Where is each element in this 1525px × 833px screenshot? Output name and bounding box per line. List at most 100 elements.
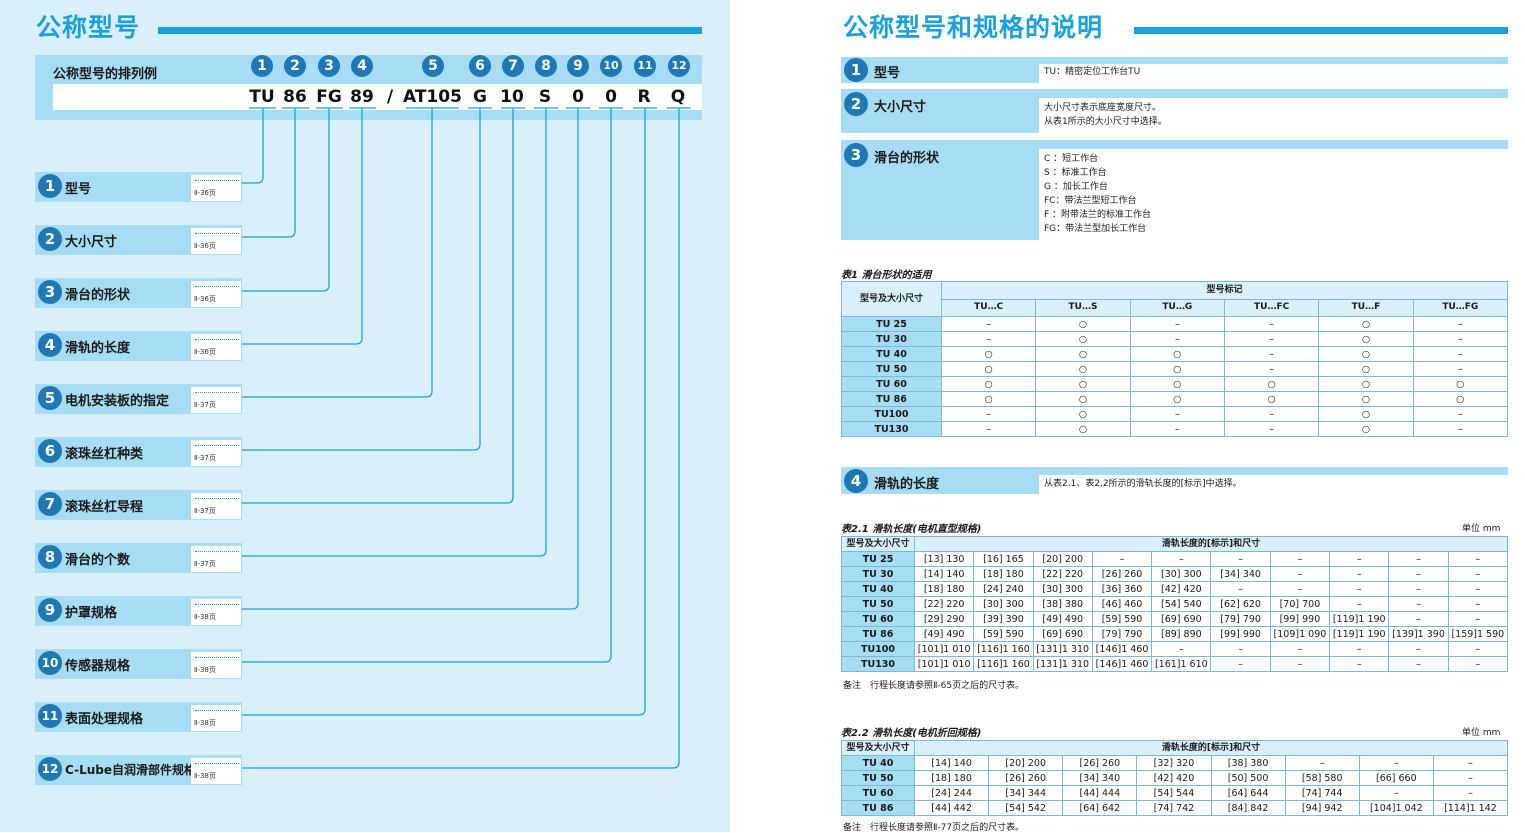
table-cell: ○ xyxy=(1035,376,1131,392)
desc-rail-length: 4 滑轨的长度 从表2.1、表2.2所示的滑轨长度的[标示]中选择。 xyxy=(841,467,1508,494)
table-cell: [13] 130 xyxy=(913,551,975,567)
table-cell: [44] 444 xyxy=(1062,785,1138,801)
table1-title: 表1 滑台形状的适用 xyxy=(841,270,932,281)
row-model: TU 30 xyxy=(841,331,942,347)
num-circle-10: 10 xyxy=(600,55,622,77)
num-circle-1: 1 xyxy=(251,55,273,77)
table-cell: [14] 140 xyxy=(913,566,975,582)
item-badge: 11 xyxy=(38,704,62,728)
table-cell: ○ xyxy=(1318,376,1414,392)
table-cell: – xyxy=(1412,331,1509,347)
table-row: TU130–○––○– xyxy=(841,421,1509,437)
table-row: TU 60○○○○○○ xyxy=(841,376,1509,392)
item-cover: 9 护罩规格 Ⅱ-38页 xyxy=(35,596,242,626)
right-title-bar xyxy=(1134,27,1508,34)
num-circle-11: 11 xyxy=(634,55,656,77)
table-cell: [24] 244 xyxy=(913,785,990,801)
row-model: TU 40 xyxy=(841,581,915,597)
table-cell: [79] 790 xyxy=(1091,626,1153,642)
table-cell: [101]1 010 xyxy=(913,641,975,657)
code-shape: FG xyxy=(316,87,342,107)
table-cell: [24] 240 xyxy=(973,581,1034,597)
table-cell: [69] 690 xyxy=(1032,626,1093,642)
table-cell: ○ xyxy=(1035,361,1131,377)
table-cell: – xyxy=(1129,406,1225,422)
table-cell: [119]1 190 xyxy=(1329,611,1390,627)
table-row: TU 50[22] 220[30] 300[38] 380[46] 460[54… xyxy=(841,596,1509,612)
code-lead: 10 xyxy=(500,87,524,107)
table-cell: – xyxy=(1388,611,1449,627)
row-model: TU130 xyxy=(841,421,942,437)
num-circle-4: 4 xyxy=(351,55,373,77)
table-cell: ○ xyxy=(1318,346,1414,362)
item-label: 型号 xyxy=(65,182,92,197)
table-cell: ○ xyxy=(1223,391,1320,407)
table-cell: [66] 660 xyxy=(1358,770,1434,786)
table-cell: [59] 590 xyxy=(973,626,1034,642)
table-cell: – xyxy=(1447,656,1509,672)
table-cell: – xyxy=(1269,581,1331,597)
table21-header-model: 型号及大小尺寸 xyxy=(841,536,915,552)
table-cell: – xyxy=(1329,656,1390,672)
table-cell: [50] 500 xyxy=(1210,770,1286,786)
table-cell: [70] 700 xyxy=(1269,596,1331,612)
table-cell: – xyxy=(1447,641,1509,657)
desc-text: TU：精密定位工作台TU xyxy=(1039,64,1508,83)
row-model: TU 60 xyxy=(841,785,915,801)
table1-col-header: TU…FC xyxy=(1223,298,1320,317)
table-cell: – xyxy=(1388,641,1449,657)
table21-unit: 单位 mm xyxy=(1462,524,1501,534)
table-cell: – xyxy=(1269,551,1331,567)
table-row: TU100–○––○– xyxy=(841,406,1509,422)
left-title: 公称型号 xyxy=(36,13,141,42)
page-ref: Ⅱ-37页 xyxy=(191,546,241,572)
table22-unit: 单位 mm xyxy=(1462,728,1501,738)
table-cell: [114]1 142 xyxy=(1432,800,1509,816)
table-cell: [34] 340 xyxy=(1210,566,1271,582)
page-ref: Ⅱ-36页 xyxy=(191,175,241,201)
table-cell: – xyxy=(1269,641,1331,657)
table-cell: [46] 460 xyxy=(1091,596,1153,612)
table-cell: – xyxy=(1412,361,1509,377)
table-row: TU 86[44] 442[54] 542[64] 642[74] 742[84… xyxy=(841,800,1509,816)
table-cell: – xyxy=(940,331,1037,347)
table-cell: – xyxy=(1210,641,1271,657)
code-clube: Q xyxy=(670,87,686,107)
table-cell: [146]1 460 xyxy=(1091,641,1153,657)
row-model: TU100 xyxy=(841,406,942,422)
table-cell: – xyxy=(1129,421,1225,437)
table-cell: [44] 442 xyxy=(913,800,990,816)
item-ball-screw-type: 6 滚珠丝杠种类 Ⅱ-37页 xyxy=(35,437,242,467)
page-ref: Ⅱ-38页 xyxy=(191,758,241,784)
desc-model: 1 型号 TU：精密定位工作台TU xyxy=(841,57,1508,83)
table1-col-header: TU…C xyxy=(940,298,1037,317)
table-row: TU 40[14] 140[20] 200[26] 260[32] 320[38… xyxy=(841,755,1509,771)
table-cell: ○ xyxy=(1318,361,1414,377)
table1-header-group: 型号标记 xyxy=(941,281,1508,300)
table-cell: – xyxy=(1329,566,1390,582)
table-cell: ○ xyxy=(1035,346,1131,362)
table-cell: – xyxy=(1329,551,1390,567)
table-cell: [101]1 010 xyxy=(913,656,975,672)
table-cell: – xyxy=(1329,641,1390,657)
table-cell: [30] 300 xyxy=(1151,566,1212,582)
table21: 型号及大小尺寸 滑轨长度的[标示]和尺寸 TU 25[13] 130[16] 1… xyxy=(841,536,1509,672)
table-cell: [34] 340 xyxy=(1062,770,1138,786)
table-cell: – xyxy=(1223,346,1320,362)
table-cell: – xyxy=(1447,566,1509,582)
item-badge: 6 xyxy=(38,439,62,463)
table-cell: ○ xyxy=(1318,331,1414,347)
table-cell: – xyxy=(1432,755,1509,771)
table-cell: – xyxy=(1388,581,1449,597)
table-cell: [104]1 042 xyxy=(1358,800,1434,816)
table-row: TU130[101]1 010[116]1 160[131]1 310[146]… xyxy=(841,656,1509,672)
table-cell: [22] 220 xyxy=(1032,566,1093,582)
table-cell: – xyxy=(1432,785,1509,801)
item-badge: 10 xyxy=(38,651,62,675)
table-cell: – xyxy=(1388,551,1449,567)
table-cell: – xyxy=(1223,316,1320,332)
table-cell: [58] 580 xyxy=(1284,770,1360,786)
table-cell: – xyxy=(1091,551,1153,567)
page-ref: Ⅱ-38页 xyxy=(191,705,241,731)
item-table-count: 8 滑台的个数 Ⅱ-37页 xyxy=(35,543,242,573)
